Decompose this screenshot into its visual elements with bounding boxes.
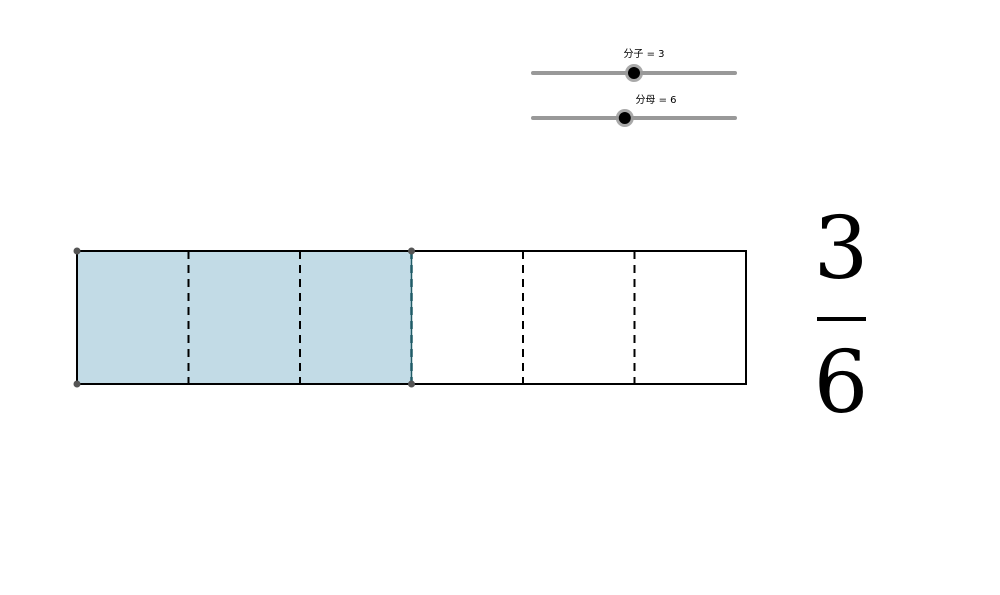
fraction-denominator: 6 [814,333,869,433]
filled-region [76,250,413,385]
vertex-point[interactable] [73,380,81,388]
vertex-point[interactable] [408,247,415,255]
vertex-points[interactable] [73,247,416,388]
denominator-slider[interactable]: 分母 = 6 [531,94,737,127]
fraction-numerator: 3 [814,199,869,299]
vertex-point[interactable] [408,380,415,388]
denominator-slider-label: 分母 = 6 [635,94,676,106]
numerator-slider-label: 分子 = 3 [623,48,664,60]
numerator-slider[interactable]: 分子 = 3 [531,48,737,82]
fraction-display: 3 6 [814,199,869,433]
numerator-slider-knob[interactable] [625,64,643,82]
denominator-slider-knob[interactable] [615,109,634,127]
vertex-point[interactable] [73,247,81,255]
fraction-bar [73,247,747,388]
